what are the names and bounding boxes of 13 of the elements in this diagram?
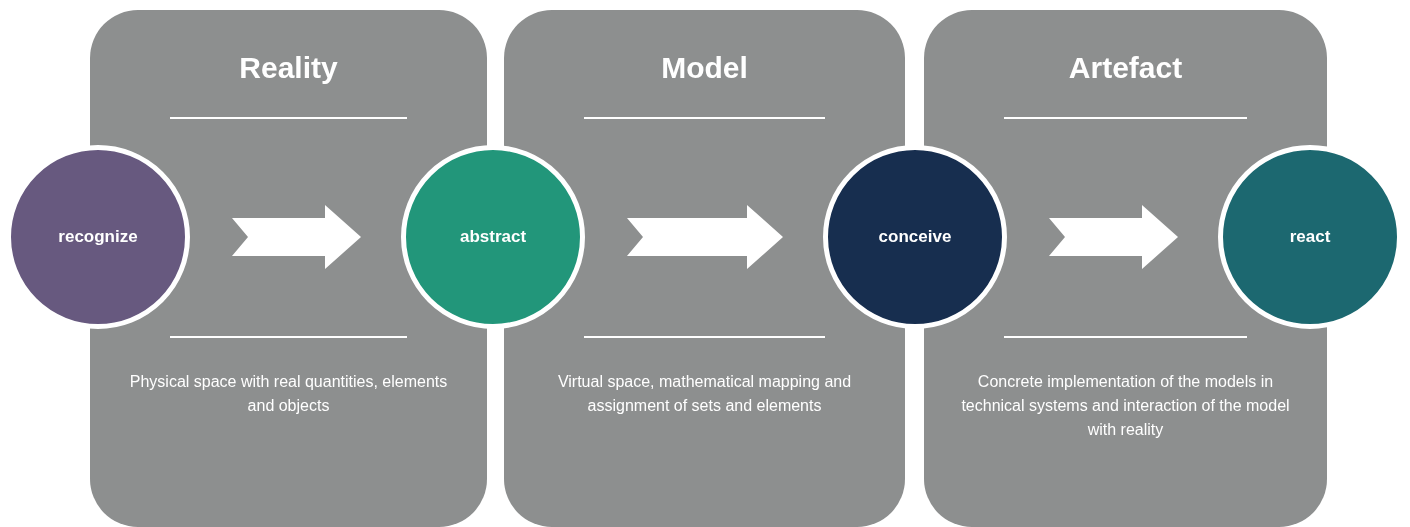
panel-title: Model (660, 50, 749, 86)
step-label: recognize (58, 227, 138, 247)
panel-description: Virtual space, mathematical mapping and assignment of sets and elements (556, 372, 853, 416)
step-label: react (1289, 227, 1331, 247)
panel-description: Concrete implementation of the models in technical systems and interaction of the model with reality (960, 372, 1291, 440)
block-arrow (627, 205, 783, 269)
block-arrow (1049, 205, 1178, 269)
panel-title: Reality (238, 50, 339, 86)
block-arrow (232, 205, 361, 269)
step-label: conceive (878, 227, 952, 247)
step-label: abstract (459, 227, 527, 247)
panel-description: Physical space with real quantities, elements and objects (128, 372, 449, 416)
panel-title: Artefact (1067, 50, 1184, 86)
